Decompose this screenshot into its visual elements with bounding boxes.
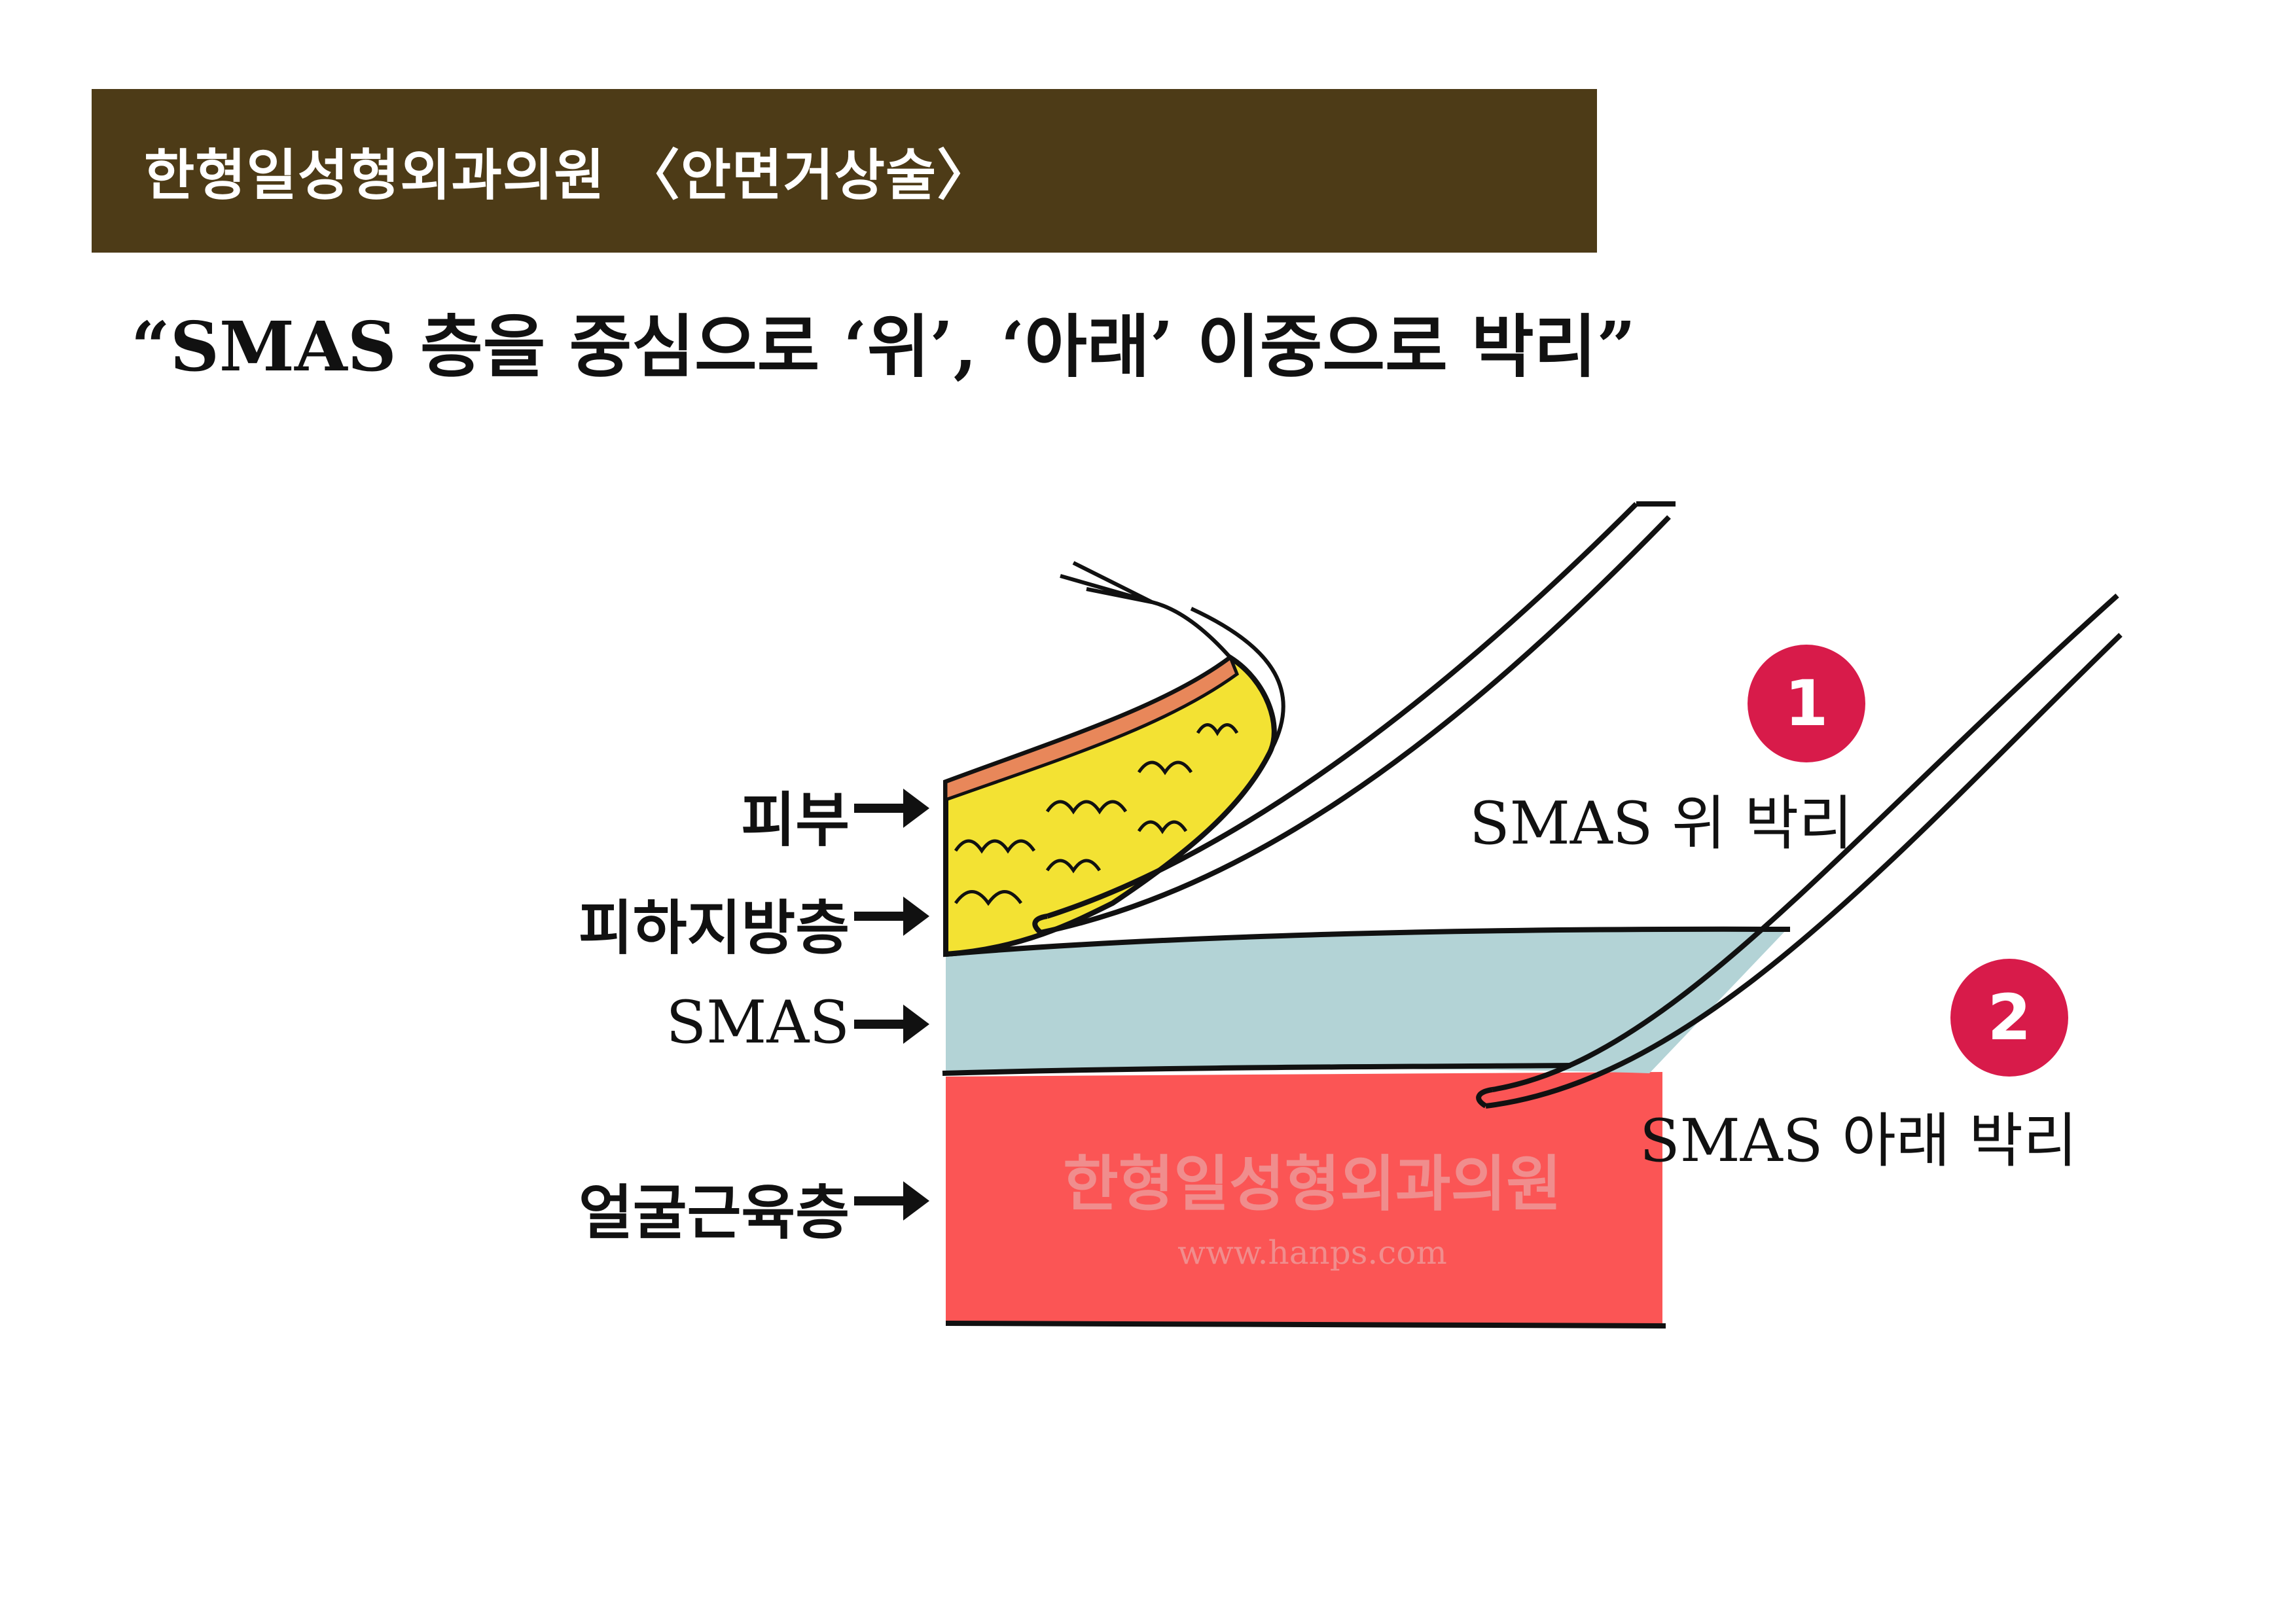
- watermark-url: www.hanps.com: [1177, 1234, 1447, 1272]
- instrument-2: [1476, 594, 2123, 1109]
- muscle-bottom-line: [945, 1321, 1666, 1329]
- skin-surface: [944, 655, 1240, 802]
- fat-lobules: [954, 723, 1239, 906]
- label-fat: 피하지방층: [579, 893, 850, 963]
- procedure-1-badge: 1: [1748, 645, 1865, 762]
- instrument-1: [1032, 501, 1676, 935]
- procedure-2-badge: 2: [1950, 959, 2068, 1077]
- skin-flap: [943, 654, 1277, 957]
- procedure-2-label: SMAS 아래 박리: [1640, 1107, 2077, 1175]
- label-muscle: 얼굴근육층: [579, 1178, 850, 1247]
- suture-thread-2: [1190, 607, 1285, 754]
- smas-layer: [946, 929, 1787, 1073]
- smas-bottom-line: [942, 1063, 1571, 1076]
- label-skin: 피부: [741, 785, 850, 855]
- smas-top-line: [945, 926, 1791, 957]
- muscle-layer: [946, 1072, 1662, 1325]
- procedure-1-label: SMAS 위 박리: [1469, 789, 1854, 858]
- watermark-name: 한형일성형외과의원: [1063, 1149, 1562, 1219]
- label-smas: SMAS: [666, 988, 850, 1057]
- label-arrows: [854, 789, 929, 1221]
- suture-thread: [1060, 561, 1232, 659]
- title-bar: 한형일성형외과의원 〈안면거상술〉: [92, 89, 1597, 253]
- subtitle: “SMAS 층을 중심으로 ‘위’, ‘아래’ 이중으로 박리”: [131, 306, 1636, 387]
- page-title: 한형일성형외과의원 〈안면거상술〉: [144, 142, 993, 207]
